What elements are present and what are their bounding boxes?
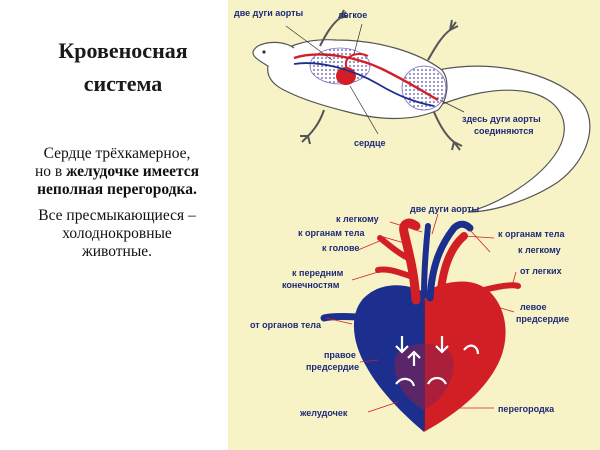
diagram-panel: две дуги аорты легкое сердце здесь дуги …: [228, 0, 600, 450]
label-join-line1: здесь дуги аорты: [462, 114, 541, 124]
label-ventricle: желудочек: [299, 408, 348, 418]
pulmonary-blue-left: [421, 223, 431, 299]
subclavian-red: [375, 266, 413, 279]
label-lung: легкое: [338, 10, 367, 20]
lizard-vein: [293, 62, 435, 107]
label-left-atrium-line2: предсердие: [516, 314, 569, 324]
heart-illustration: [320, 218, 521, 432]
title-line-1: Кровеносная: [58, 38, 188, 63]
lizard-tail: [437, 65, 591, 213]
coldblooded-note: Все пресмыкающиеся – холоднокровные живо…: [4, 207, 230, 261]
aorta-red-left: [399, 218, 421, 305]
label-aorta-arches: две дуги аорты: [234, 8, 304, 18]
para1-line3: неполная перегородка.: [37, 181, 197, 198]
para2-line2: холоднокровные: [62, 225, 172, 242]
label-to-lung-right: к легкому: [518, 245, 561, 255]
pointer-to-head: [357, 239, 383, 251]
title-line-2: система: [83, 71, 163, 96]
pointer-right-atrium: [359, 359, 379, 363]
lizard-front-leg-bottom: [300, 109, 325, 145]
pointer-lung: [353, 23, 363, 55]
lizard-aorta-loop: [345, 52, 369, 71]
para2-line3: животные.: [82, 243, 152, 260]
para2-line1: Все пресмыкающиеся –: [38, 207, 196, 224]
para1-line2-plain: но в: [34, 163, 67, 180]
flow-arrow-1: [395, 336, 409, 354]
para1-line2-bold: желудочке имеется: [66, 163, 200, 180]
label-to-head: к голове: [322, 243, 359, 253]
lizard-pointers: [285, 23, 465, 135]
pointer-heart: [349, 85, 379, 135]
label-from-body: от органов тела: [250, 320, 322, 330]
para1-line1: Сердце трёхкамерное,: [43, 145, 191, 162]
pointer-from-lungs: [511, 271, 517, 287]
label-to-front-line1: к передним: [292, 268, 344, 278]
flow-arrow-4: [463, 344, 480, 355]
label-from-lungs: от легких: [520, 266, 562, 276]
pointer-ventricle: [367, 401, 399, 413]
label-septum: перегородка: [498, 404, 555, 414]
flow-arrow-5: [395, 377, 416, 387]
pointer-to-front: [351, 271, 379, 281]
lizard-back-leg-top: [427, 19, 459, 61]
pointer-aorta-arches: [285, 25, 333, 61]
pointer-to-body-right: [463, 235, 495, 239]
text-panel: Кровеносная система Сердце трёхкамерное,…: [0, 0, 232, 450]
pulmonary-blue: [426, 220, 474, 302]
lizard-front-leg-top: [319, 9, 349, 47]
label-left-atrium-line1: левое: [520, 302, 547, 312]
lizard-aorta: [293, 53, 439, 102]
lizard-eye: [262, 50, 266, 54]
pulmonary-vein-red: [481, 282, 521, 293]
pointer-from-body: [325, 317, 353, 325]
page-title: Кровеносная система: [28, 34, 218, 100]
label-heart-lizard: сердце: [354, 138, 386, 148]
label-right-atrium-line2: предсердие: [306, 362, 359, 372]
pointer-left-atrium: [493, 305, 515, 313]
label-two-arches: две дуги аорты: [410, 204, 480, 214]
lizard-illustration: [252, 9, 591, 213]
aorta-red-right: [436, 232, 468, 304]
carotid-red: [377, 235, 411, 261]
vena-cava-blue: [320, 313, 372, 322]
label-right-atrium-line1: правое: [324, 350, 356, 360]
ventricle-inner: [394, 344, 454, 410]
label-join-line2: соединяются: [474, 126, 533, 136]
pointer-to-lung-left: [389, 221, 423, 233]
pointer-to-lung-right: [469, 229, 491, 253]
lizard-back-leg-bottom: [433, 111, 463, 151]
heart-description: Сердце трёхкамерное, но в желудочке имее…: [4, 145, 230, 199]
flow-arrow-2: [407, 350, 421, 366]
heart-pointers: [325, 213, 517, 413]
pointer-two-arches: [431, 213, 439, 235]
label-to-lung-left: к легкому: [336, 214, 379, 224]
label-to-front-line2: конечностям: [282, 280, 340, 290]
pointer-to-body-left: [379, 235, 409, 245]
flow-arrows: [395, 336, 480, 387]
flow-arrow-6: [427, 376, 447, 385]
left-atrium-red-chamber: [424, 281, 506, 432]
label-to-body-right: к органам тела: [498, 229, 565, 239]
para1-line2: но в желудочке имеется: [4, 163, 230, 181]
flow-arrow-3: [435, 336, 449, 354]
label-to-body-left: к органам тела: [298, 228, 365, 238]
pointer-join: [439, 99, 465, 113]
lizard-head: [252, 41, 295, 67]
diagram-svg: две дуги аорты легкое сердце здесь дуги …: [234, 8, 591, 432]
